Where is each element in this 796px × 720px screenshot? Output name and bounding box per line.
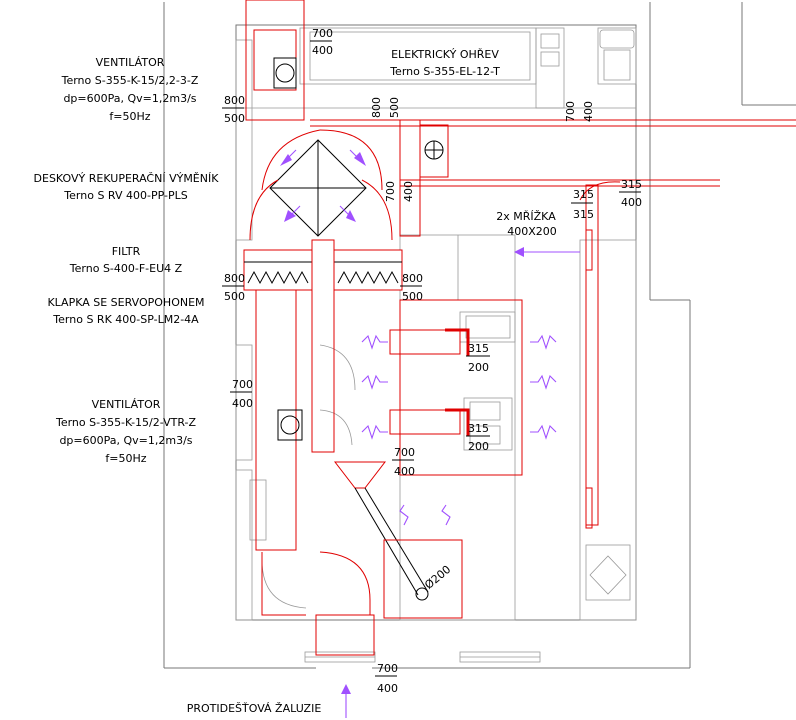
dim-filt-l-h: 500 xyxy=(224,290,245,303)
dimension-labels: 700 400 800 500 800 500 700 400 700 400 … xyxy=(222,27,642,695)
ductwork xyxy=(243,0,796,656)
recuperator-title: DESKOVÝ REKUPERAČNÍ VÝMĚNÍK xyxy=(34,172,220,185)
dim-diag-h: 400 xyxy=(402,181,415,202)
fan-top-freq: f=50Hz xyxy=(109,110,150,123)
dim-diag-w: 700 xyxy=(384,181,397,202)
dim-hood2-w: 315 xyxy=(468,422,489,435)
dim-top-h: 400 xyxy=(312,44,333,57)
dim-v-h: 500 xyxy=(388,97,401,118)
dim-hood1-w: 315 xyxy=(468,342,489,355)
dim-right-v-h: 400 xyxy=(582,101,595,122)
fan-top-model: Terno S-355-K-15/2,2-3-Z xyxy=(61,74,199,87)
dim-left-w: 800 xyxy=(224,94,245,107)
dim-r1-w: 315 xyxy=(573,188,594,201)
left-annotations: VENTILÁTOR Terno S-355-K-15/2,2-3-Z dp=6… xyxy=(34,56,220,465)
dim-bot-h: 400 xyxy=(377,682,398,695)
grille-count: 2x MŘÍŽKA xyxy=(496,210,556,223)
damper-title: KLAPKA SE SERVOPOHONEM xyxy=(47,296,204,309)
dim-r1-h: 315 xyxy=(573,208,594,221)
dim-r2-w: 315 xyxy=(621,178,642,191)
duct-diameter: Ø200 xyxy=(422,563,453,592)
fan-top-params: dp=600Pa, Qv=1,2m3/s xyxy=(63,92,196,105)
fan-bottom-model: Terno S-355-K-15/2-VTR-Z xyxy=(55,416,197,429)
dim-v-w: 800 xyxy=(370,97,383,118)
filter-title: FILTR xyxy=(112,245,141,258)
dim-right-v-w: 700 xyxy=(564,101,577,122)
recuperator-model: Terno S RV 400-PP-PLS xyxy=(63,189,187,202)
dim-r2-h: 400 xyxy=(621,196,642,209)
dim-bot-w: 700 xyxy=(377,662,398,675)
damper-model: Terno S RK 400-SP-LM2-4A xyxy=(52,313,199,326)
fan-bottom-freq: f=50Hz xyxy=(105,452,146,465)
dim-filt-l-w: 800 xyxy=(224,272,245,285)
dim-filt-r-h: 500 xyxy=(402,290,423,303)
fan-bottom-params: dp=600Pa, Qv=1,2m3/s xyxy=(59,434,192,447)
grilles xyxy=(585,229,593,529)
dim-fan2-w: 700 xyxy=(232,378,253,391)
grille-size: 400X200 xyxy=(507,225,557,238)
dim-hood1-h: 200 xyxy=(468,361,489,374)
filter-model: Terno S-400-F-EU4 Z xyxy=(69,262,183,275)
building-walls xyxy=(163,2,796,669)
dim-left-h: 500 xyxy=(224,112,245,125)
dim-top-w: 700 xyxy=(312,27,333,40)
fan-top-title: VENTILÁTOR xyxy=(96,56,165,69)
dim-mid2-w: 700 xyxy=(394,446,415,459)
louver-label: PROTIDEŠŤOVÁ ŽALUZIE xyxy=(187,702,322,715)
dim-hood2-h: 200 xyxy=(468,440,489,453)
airflow-arrows xyxy=(280,149,580,718)
dim-filt-r-w: 800 xyxy=(402,272,423,285)
fan-bottom-title: VENTILÁTOR xyxy=(92,398,161,411)
dim-fan2-h: 400 xyxy=(232,397,253,410)
heater-model: Terno S-355-EL-12-T xyxy=(389,65,500,78)
heater-title: ELEKTRICKÝ OHŘEV xyxy=(391,48,499,61)
dim-mid2-h: 400 xyxy=(394,465,415,478)
